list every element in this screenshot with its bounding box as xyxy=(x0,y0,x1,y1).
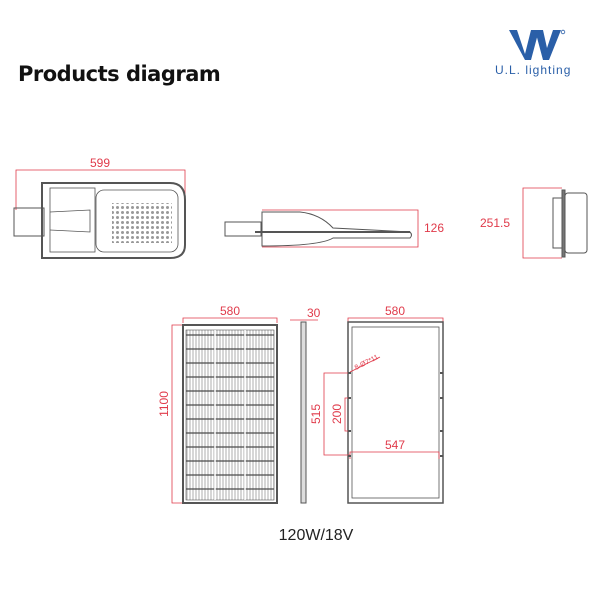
panel-width-label: 580 xyxy=(220,304,240,318)
hole-spacing-label: 515 xyxy=(309,404,323,424)
side-view xyxy=(224,209,419,248)
page-title: Products diagram xyxy=(18,62,221,86)
hole-size-label: 8-Ø7*11 xyxy=(354,354,380,372)
solar-panel-side xyxy=(290,319,318,504)
solar-panel-front xyxy=(171,317,278,504)
front-view-height-label: 251.5 xyxy=(480,216,510,230)
led-array xyxy=(112,203,172,243)
hole-span-label: 547 xyxy=(385,438,405,452)
top-view xyxy=(13,169,186,259)
panel-back-width-label: 580 xyxy=(385,304,405,318)
front-view xyxy=(522,187,588,259)
solar-panel-back xyxy=(323,317,444,504)
panel-height-label: 1100 xyxy=(157,391,171,417)
brand-name: U.L. lighting xyxy=(495,63,572,77)
side-view-height-label: 126 xyxy=(424,221,444,235)
brand-logo xyxy=(509,29,566,60)
inner-spacing-label: 200 xyxy=(330,404,344,424)
panel-thickness-label: 30 xyxy=(307,306,321,320)
top-view-width-label: 599 xyxy=(90,156,110,170)
model-caption: 120W/18V xyxy=(278,527,354,544)
